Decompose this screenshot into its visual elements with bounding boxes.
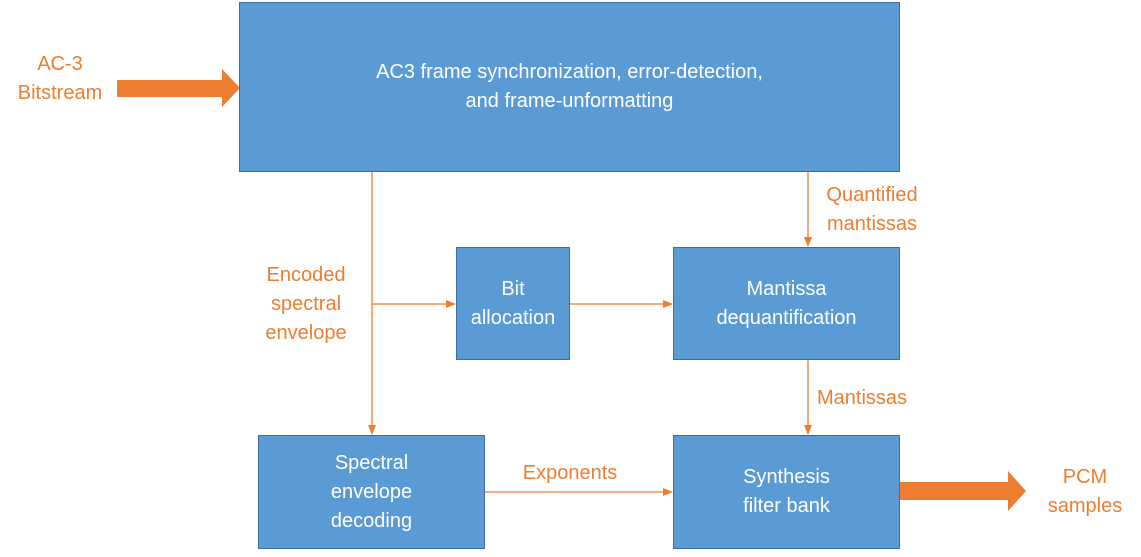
mantissas-label: Mantissas <box>816 387 908 409</box>
mantissa-dequantification-box: Mantissa dequantification <box>673 247 900 360</box>
output-arrow <box>900 471 1026 511</box>
input-label: AC-3 Bitstream <box>17 53 103 104</box>
input-arrow <box>117 69 240 107</box>
frame-sync-label: AC3 frame synchronization, error-detecti… <box>376 61 763 112</box>
spectral-envelope-decoding-label: Spectral envelope decoding <box>330 451 413 532</box>
bit-allocation-box: Bit allocation <box>456 247 570 360</box>
exponents-label: Exponents <box>522 462 618 484</box>
output-label: PCM samples <box>1047 466 1123 517</box>
bit-allocation-label: Bit allocation <box>470 277 556 329</box>
frame-sync-box: AC3 frame synchronization, error-detecti… <box>239 2 900 172</box>
synthesis-filter-bank-label: Synthesis filter bank <box>743 466 830 517</box>
spectral-envelope-decoding-box: Spectral envelope decoding <box>258 435 485 549</box>
encoded-spectral-envelope-label: Encoded spectral envelope <box>265 264 347 344</box>
synthesis-filter-bank-box: Synthesis filter bank <box>673 435 900 549</box>
mantissa-dequantification-label: Mantissa dequantification <box>716 277 857 329</box>
quantified-mantissas-label: Quantified mantissas <box>826 184 918 235</box>
